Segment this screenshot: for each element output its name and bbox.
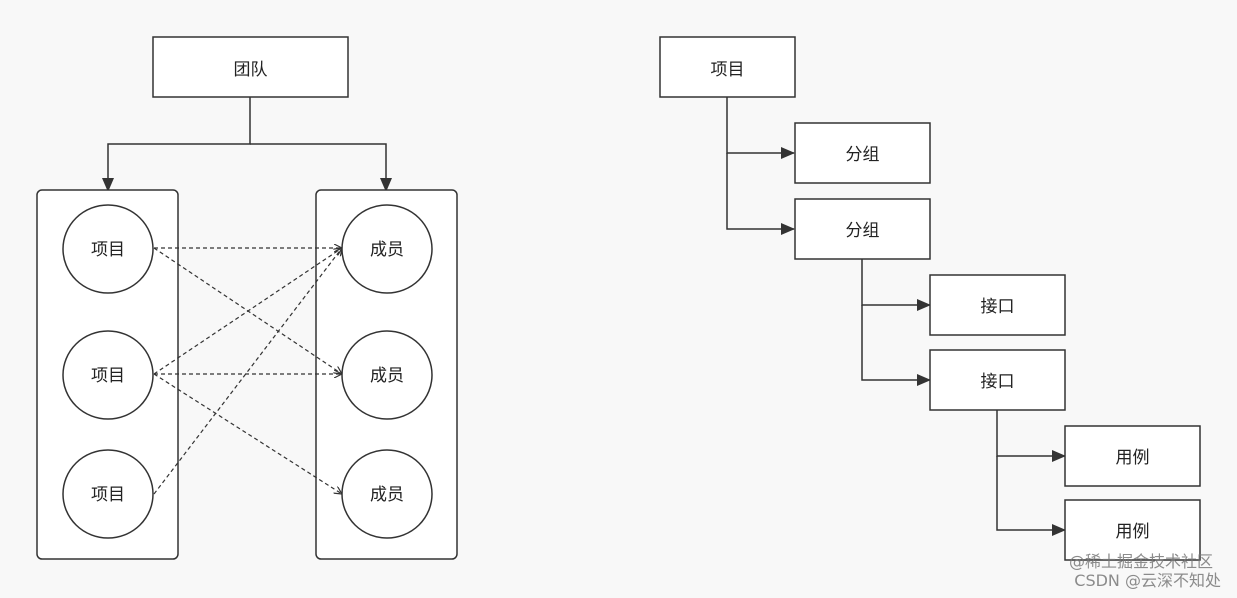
- case-node: [1064, 499, 1201, 561]
- member-node: [341, 330, 433, 420]
- watermark: @稀土掘金技术社区 CSDN @云深不知处: [1069, 552, 1221, 590]
- project-label: 项目: [91, 240, 125, 260]
- group-label: 分组: [846, 221, 880, 241]
- root-project-node: [659, 36, 796, 98]
- watermark-line-juejin: @稀土掘金技术社区: [1068, 552, 1213, 571]
- group-label: 分组: [846, 145, 880, 165]
- group-to-interface-connector: [861, 259, 931, 311]
- project-label: 项目: [91, 485, 125, 505]
- member-label: 成员: [370, 240, 404, 260]
- team-node: [152, 36, 349, 98]
- root-to-group-connector: [726, 153, 795, 235]
- team-to-members-connector: [250, 143, 392, 192]
- member-node: [341, 449, 433, 539]
- watermark-line-csdn: CSDN @云深不知处: [1074, 571, 1221, 590]
- project-node: [62, 204, 154, 294]
- group-node: [794, 198, 931, 260]
- team-to-projects-connector: [102, 97, 251, 192]
- root-project-label: 项目: [711, 60, 745, 80]
- relation-line: [153, 248, 342, 375]
- member-label: 成员: [370, 485, 404, 505]
- interface-node: [929, 274, 1066, 336]
- project-hierarchy-diagram: 项目 分组 分组 接口 接口 用例 用例: [659, 36, 1201, 561]
- team-label: 团队: [234, 60, 268, 80]
- case-label: 用例: [1116, 522, 1150, 542]
- group-node: [794, 122, 931, 184]
- case-label: 用例: [1116, 448, 1150, 468]
- project-node: [62, 330, 154, 420]
- relation-line: [153, 248, 342, 495]
- interface-label: 接口: [981, 297, 1015, 317]
- interface-label: 接口: [981, 372, 1015, 392]
- relation-line: [153, 373, 342, 494]
- team-structure-diagram: 团队 项目 项目 项目 成员 成员 成员: [36, 36, 458, 560]
- project-member-relations: [153, 248, 342, 495]
- case-node: [1064, 425, 1201, 487]
- member-label: 成员: [370, 366, 404, 386]
- project-label: 项目: [91, 366, 125, 386]
- interface-to-case-connector: [996, 456, 1066, 536]
- project-node: [62, 449, 154, 539]
- group-to-interface-connector: [861, 305, 931, 386]
- interface-to-case-connector: [996, 410, 1066, 462]
- interface-node: [929, 349, 1066, 411]
- member-node: [341, 204, 433, 294]
- root-to-group-connector: [726, 97, 795, 159]
